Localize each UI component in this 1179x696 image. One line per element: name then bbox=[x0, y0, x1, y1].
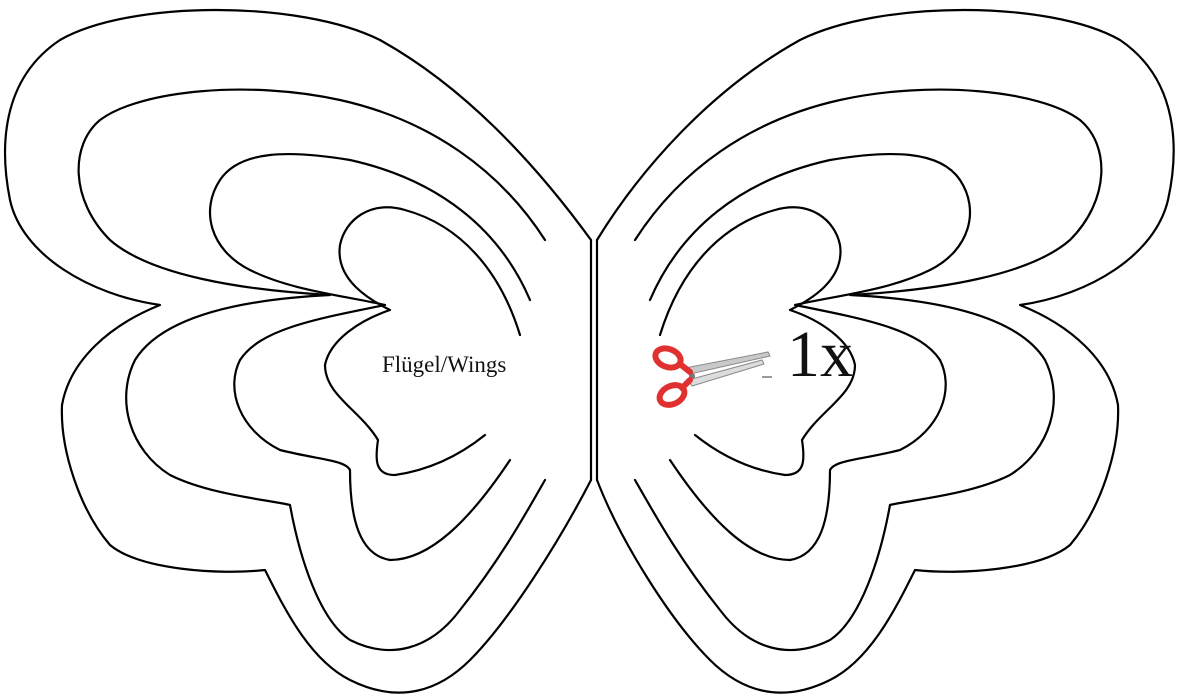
left-wing-outer-outline bbox=[3, 8, 593, 694]
wing-label: Flügel/Wings bbox=[382, 352, 507, 377]
left-wing-ring-2 bbox=[77, 88, 547, 652]
right-wing-outer-outline bbox=[595, 8, 1175, 694]
left-wing-ring-4 bbox=[323, 206, 522, 477]
cut-count-label: 1x bbox=[787, 318, 853, 391]
right-wing bbox=[595, 8, 1175, 694]
scissors-icon bbox=[652, 345, 772, 408]
left-wing-ring-3 bbox=[208, 152, 532, 562]
right-wing-ring-3 bbox=[648, 152, 972, 562]
right-wing-ring-2 bbox=[633, 88, 1103, 652]
left-wing bbox=[3, 8, 593, 694]
right-wing-ring-4 bbox=[658, 206, 857, 477]
